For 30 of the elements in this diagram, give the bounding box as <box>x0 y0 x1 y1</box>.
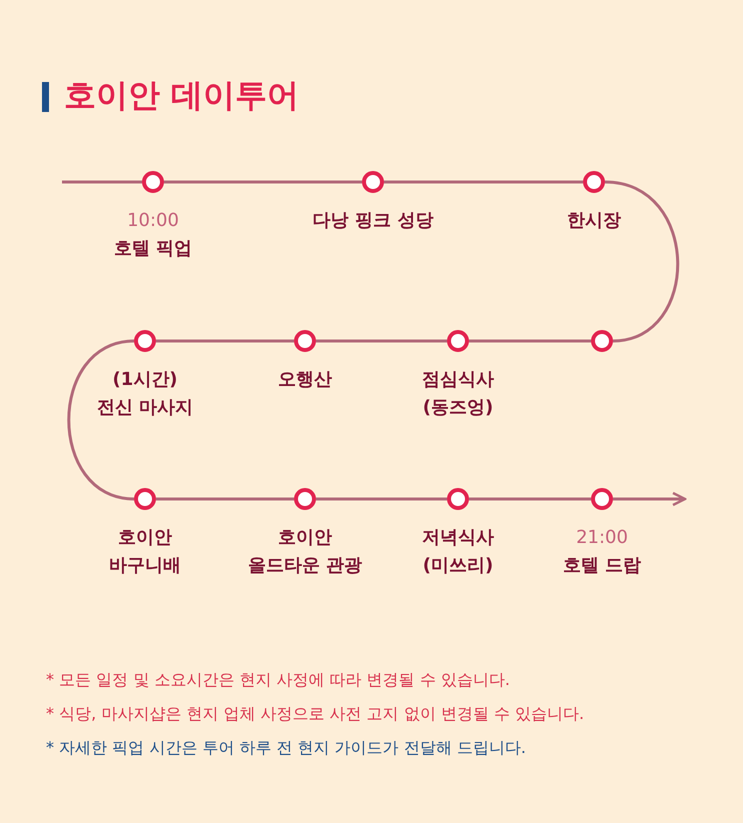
route-line <box>164 180 362 184</box>
route-arrow <box>613 492 686 506</box>
stop-circle <box>591 330 613 352</box>
route-line <box>67 340 134 500</box>
route-line <box>156 340 294 342</box>
route-line <box>62 180 142 184</box>
stop-label: 호텔 픽업 <box>114 237 192 261</box>
route-line <box>316 498 447 500</box>
route-line <box>156 498 294 500</box>
stop-label: 점심식사 (동즈엉) <box>421 368 495 420</box>
route-line <box>316 340 447 342</box>
stop-label: 오행산 <box>278 368 332 392</box>
stop-label: 호이안 바구니배 <box>108 526 182 578</box>
note: * 모든 일정 및 소요시간은 현지 사정에 따라 변경될 수 있습니다. <box>46 670 510 691</box>
stop-label: 다낭 핑크 성당 <box>312 209 434 233</box>
route-line <box>469 498 591 500</box>
stop-label: 한시장 <box>567 209 621 233</box>
time-label: 21:00 <box>575 526 629 550</box>
time-label: 10:00 <box>126 209 180 233</box>
note: * 자세한 픽업 시간은 투어 하루 전 현지 가이드가 전달해 드립니다. <box>46 738 526 759</box>
route-line <box>604 180 680 342</box>
note: * 식당, 마사지샵은 현지 업체 사정으로 사전 고지 없이 변경될 수 있습니다. <box>46 704 584 725</box>
stop-label: 전신 마사지 <box>96 396 194 420</box>
stop-label: (1시간) <box>112 368 178 392</box>
stop-label: 호텔 드랍 <box>562 554 642 578</box>
stop-label: 저녁식사 (미쓰리) <box>421 526 495 578</box>
route-line <box>384 180 583 184</box>
title: 호이안 데이투어 <box>64 75 300 116</box>
stop-label: 호이안 올드타운 관광 <box>246 526 364 578</box>
route-line <box>469 340 591 342</box>
